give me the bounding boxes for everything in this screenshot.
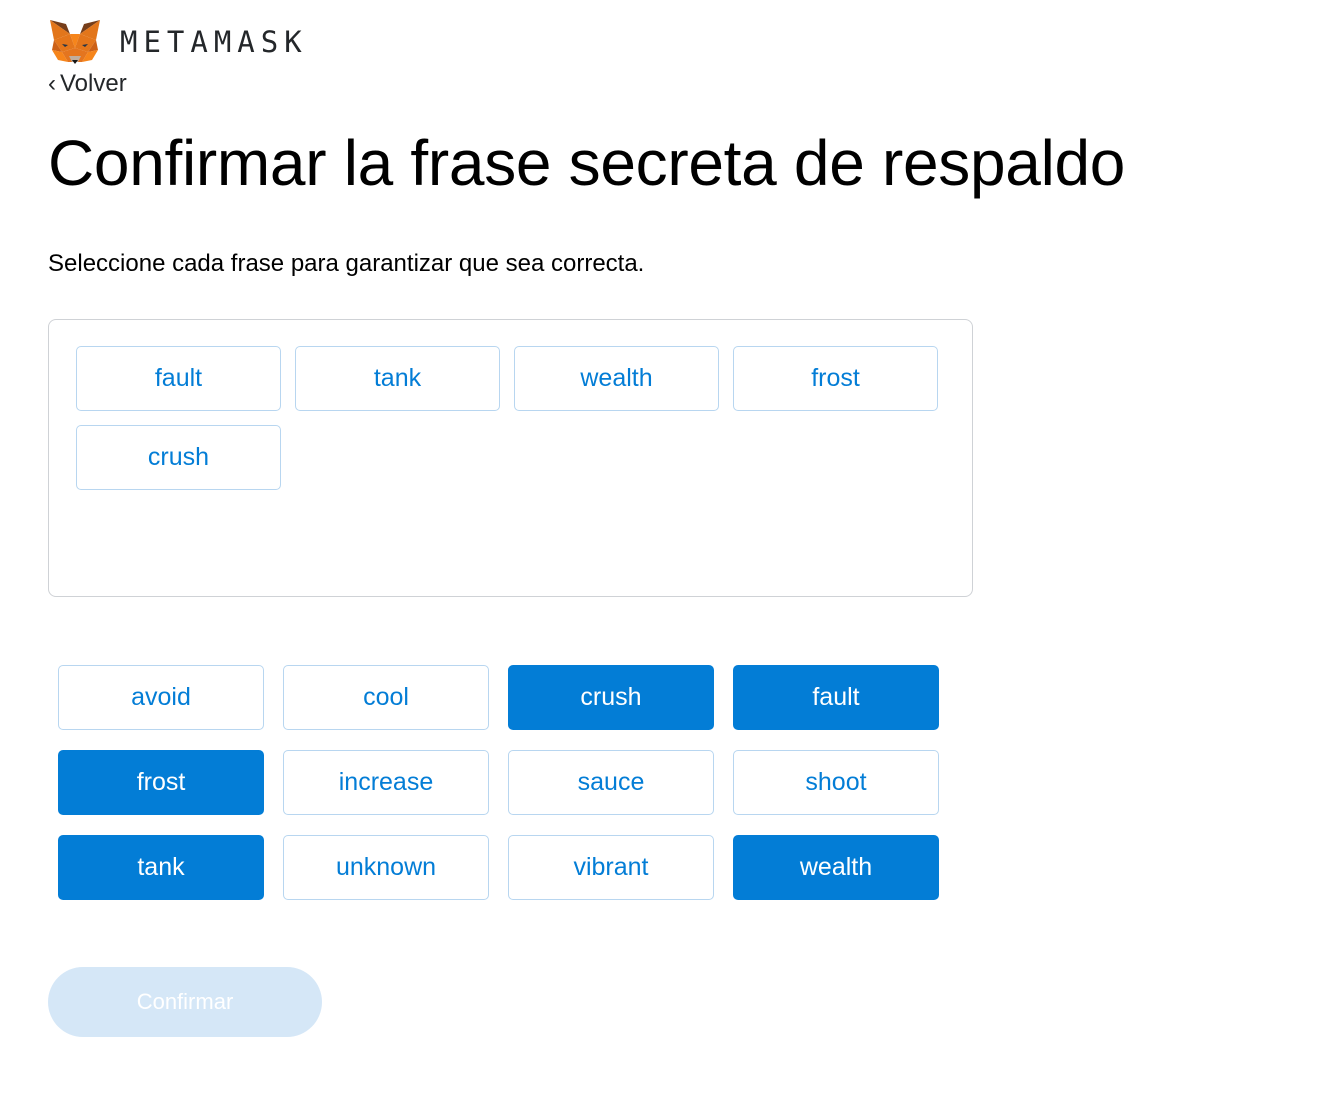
confirm-button[interactable]: Confirmar [48,967,322,1037]
brand-name: METAMASK [120,25,308,59]
word-options-grid: avoid cool crush fault frost increase sa… [58,665,939,900]
word-option-cool[interactable]: cool [283,665,489,730]
header: METAMASK [48,18,308,66]
metamask-fox-icon [50,20,100,64]
selected-words-grid: fault tank wealth frost crush [76,346,938,490]
selected-words-area: fault tank wealth frost crush [48,319,973,597]
selected-word-chip[interactable]: crush [76,425,281,490]
selected-word-chip[interactable]: frost [733,346,938,411]
word-option-sauce[interactable]: sauce [508,750,714,815]
word-option-vibrant[interactable]: vibrant [508,835,714,900]
word-option-tank[interactable]: tank [58,835,264,900]
word-option-unknown[interactable]: unknown [283,835,489,900]
selected-word-chip[interactable]: fault [76,346,281,411]
word-option-crush[interactable]: crush [508,665,714,730]
word-option-shoot[interactable]: shoot [733,750,939,815]
word-option-avoid[interactable]: avoid [58,665,264,730]
page-title: Confirmar la frase secreta de respaldo [48,127,1126,199]
word-option-wealth[interactable]: wealth [733,835,939,900]
back-link[interactable]: ‹ Volver [48,70,127,98]
word-option-frost[interactable]: frost [58,750,264,815]
selected-word-chip[interactable]: tank [295,346,500,411]
page-subtitle: Seleccione cada frase para garantizar qu… [48,250,645,277]
word-option-increase[interactable]: increase [283,750,489,815]
back-label: Volver [60,70,127,97]
chevron-left-icon: ‹ [48,70,56,97]
selected-word-chip[interactable]: wealth [514,346,719,411]
word-option-fault[interactable]: fault [733,665,939,730]
